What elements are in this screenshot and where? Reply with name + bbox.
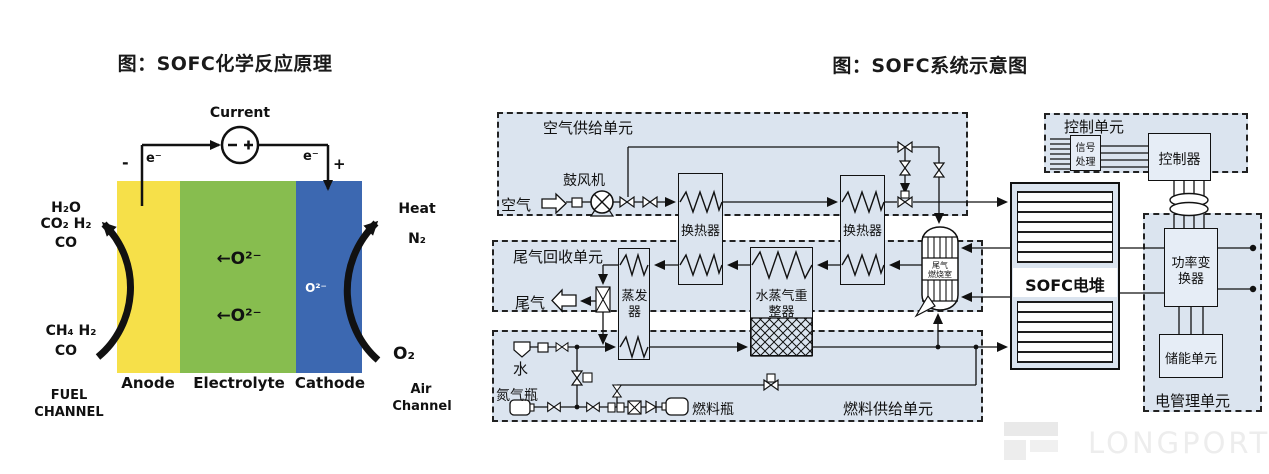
blower-label: 鼓风机 — [563, 173, 605, 189]
stack-plates-top — [1017, 191, 1113, 263]
tail-gas-unit-label: 尾气回收单元 — [513, 248, 604, 266]
converter-label-l1: 功率变 — [1171, 256, 1211, 271]
fuel-out-h2o: H₂O — [51, 200, 81, 216]
longport-watermark-text: LONGPORT — [1088, 426, 1269, 460]
storage-unit-box — [1159, 334, 1223, 378]
water-label: 水 — [513, 360, 529, 378]
tail-gas-label: 尾气 — [515, 294, 546, 312]
n2-bottle-label: 氮气瓶 — [496, 388, 538, 404]
minus-terminal-label: - — [122, 153, 129, 172]
fuel-in-ch4-h2: CH₄ H₂ — [45, 323, 97, 339]
current-label: Current — [209, 105, 271, 121]
signal-label-l1: 信号 — [1075, 143, 1096, 154]
right-diagram-title: 图：SOFC系统示意图 — [832, 55, 1028, 77]
fuel-in-co: CO — [54, 343, 78, 359]
power-management-unit-label: 电管理单元 — [1155, 392, 1231, 410]
anode-label: Anode — [121, 374, 175, 392]
control-unit-label: 控制单元 — [1064, 118, 1125, 136]
electrolyte-label: Electrolyte — [193, 374, 285, 392]
controller-label: 控制器 — [1158, 152, 1201, 168]
evaporator-label-l1: 蒸发 — [621, 289, 648, 304]
air-channel-line2: Channel — [392, 399, 452, 414]
stack-label-band — [1013, 268, 1117, 297]
fuel-bottle-label: 燃料瓶 — [692, 402, 734, 418]
signal-label-l2: 处理 — [1075, 157, 1096, 168]
heat-label: Heat — [398, 201, 436, 217]
cathode-label: Cathode — [294, 374, 366, 392]
fuel-channel-line2: CHANNEL — [34, 405, 104, 420]
stack-plates-bottom — [1017, 301, 1113, 363]
cathode-band — [296, 181, 362, 373]
evaporator-label-l2: 器 — [627, 305, 641, 320]
air-channel-line1: Air — [410, 382, 432, 397]
air-supply-unit-label: 空气供给单元 — [543, 119, 634, 137]
combustor-label-l2: 燃烧室 — [928, 270, 952, 279]
oxygen-ion-arrow-1: ←O²⁻ — [216, 249, 262, 269]
heat-exchanger-1-label: 换热器 — [680, 224, 720, 239]
signal-processing-box — [1070, 135, 1101, 171]
o2-label: O₂ — [393, 344, 415, 364]
electron-right-label: e⁻ — [303, 149, 319, 164]
reformer-label-l1: 水蒸气重 — [755, 289, 808, 304]
power-converter-box — [1164, 228, 1218, 307]
heat-exchanger-2-label: 换热器 — [842, 224, 882, 239]
electrolyte-band — [180, 181, 296, 373]
controller-box — [1148, 133, 1211, 181]
anode-band — [117, 181, 180, 373]
fuel-out-co: CO — [54, 235, 78, 251]
air-label: 空气 — [501, 196, 532, 214]
n2-label: N₂ — [408, 231, 426, 247]
oxygen-ion-cathode: O²⁻ — [305, 281, 327, 295]
fuel-supply-unit-label: 燃料供给单元 — [843, 400, 934, 418]
sofc-stack-label: SOFC电堆 — [1025, 276, 1105, 295]
electron-left-label: e⁻ — [146, 151, 162, 166]
fuel-channel-line1: FUEL — [50, 388, 88, 403]
fuel-out-co2-h2: CO₂ H₂ — [40, 216, 92, 232]
storage-unit-label: 储能单元 — [1164, 352, 1217, 367]
converter-label-l2: 换器 — [1177, 272, 1204, 287]
reformer-label-l2: 整器 — [768, 305, 795, 320]
plus-terminal-label: + — [333, 155, 346, 173]
left-diagram-title: 图：SOFC化学反应原理 — [117, 53, 333, 75]
oxygen-ion-arrow-2: ←O²⁻ — [216, 306, 262, 326]
